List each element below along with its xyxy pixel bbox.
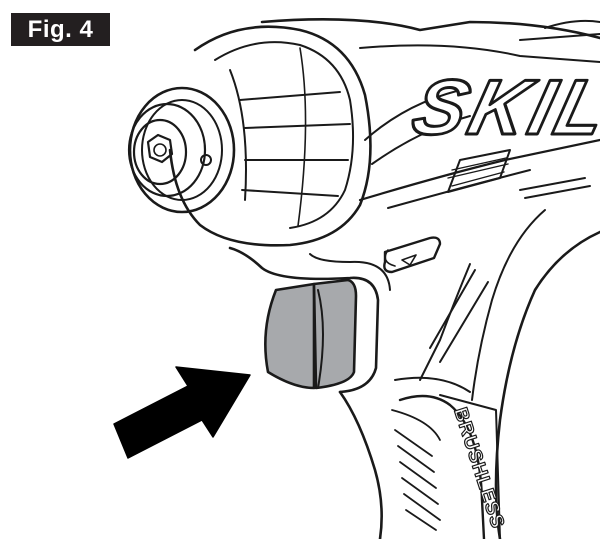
direction-switch: [383, 236, 442, 274]
arrow-icon: [113, 366, 251, 459]
figure-label: Fig. 4: [11, 13, 110, 46]
hammer-housing: [168, 25, 372, 247]
tool-body: [260, 18, 600, 209]
chuck: [127, 86, 236, 214]
trigger: [264, 278, 358, 390]
brand-logo: SKIL: [403, 62, 600, 153]
direction-switch-icon: [401, 254, 417, 266]
hex-socket-icon: [146, 133, 174, 164]
brand-text: SKIL: [404, 63, 600, 151]
